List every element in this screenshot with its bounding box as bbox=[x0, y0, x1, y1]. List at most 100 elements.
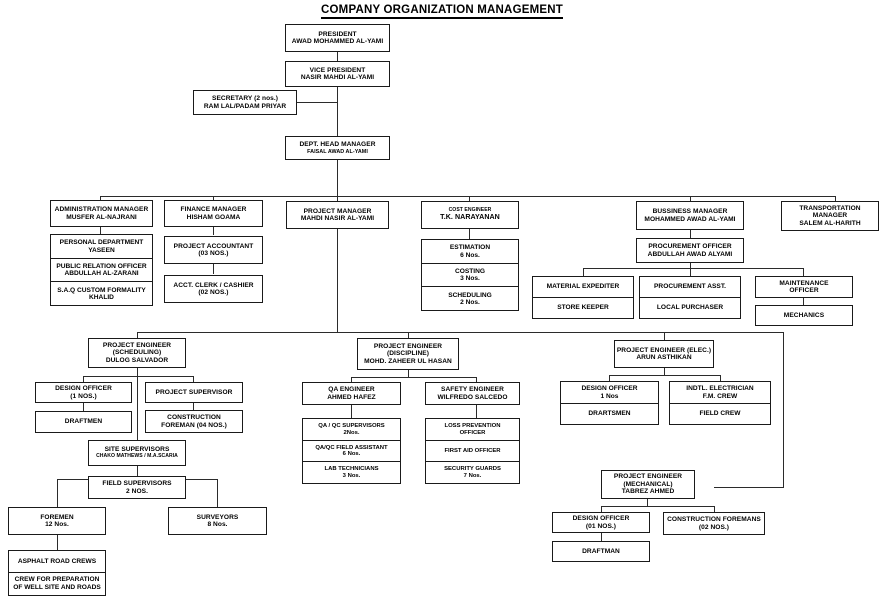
node-pe-discipline[interactable]: PROJECT ENGINEER (DISCIPLINE) MOHD. ZAHE… bbox=[357, 338, 459, 370]
connector-pebus-scheduling bbox=[137, 332, 139, 338]
connector-pebus-mechanical-vertical bbox=[783, 332, 785, 488]
node-draftmen-title: DRAFTMEN bbox=[64, 418, 103, 426]
node-foremen[interactable]: FOREMEN 12 Nos. bbox=[8, 507, 106, 535]
connector-designofficer-draftman bbox=[601, 533, 603, 541]
node-design-officer-mechanical[interactable]: DESIGN OFFICER (01 NOS.) bbox=[552, 512, 650, 533]
node-surveyors-title: SURVEYORS bbox=[196, 513, 239, 521]
node-pe-scheduling-line1: PROJECT ENGINEER bbox=[102, 341, 172, 349]
node-transportation-manager[interactable]: TRANSPORTATION MANAGER SALEM AL-HARITH bbox=[781, 201, 879, 231]
node-draftmen[interactable]: DRAFTMEN bbox=[35, 411, 132, 433]
connector-business-procurement bbox=[690, 230, 692, 238]
node-cost-engineer-title: COST ENGINEER bbox=[448, 207, 492, 214]
node-costing-count: 3 Nos. bbox=[460, 275, 480, 283]
node-procurement-asst[interactable]: PROCUREMENT ASST. bbox=[639, 276, 741, 298]
node-project-accountant[interactable]: PROJECT ACCOUNTANT (03 NOS.) bbox=[164, 236, 263, 264]
node-personal-department[interactable]: PERSONAL DEPARTMENT YASEEN bbox=[50, 234, 153, 259]
connector-bus-projectmanager bbox=[337, 196, 339, 201]
page-title-text: COMPANY ORGANIZATION MANAGEMENT bbox=[321, 4, 563, 19]
node-loss-prevention-line2: OFFICER bbox=[459, 429, 486, 436]
node-lab-technicians[interactable]: LAB TECHNICIANS 3 Nos. bbox=[302, 461, 401, 485]
electrical-field-stack: INDTL. ELECTRICIAN F.M. CREW FIELD CREW bbox=[669, 381, 771, 425]
connector-bus-businessmanager bbox=[690, 196, 692, 201]
node-vice-president-name: NASIR MAHDI AL-YAMI bbox=[300, 74, 375, 81]
node-asphalt-road-crews[interactable]: ASPHALT ROAD CREWS bbox=[8, 550, 106, 573]
node-pe-electrical[interactable]: PROJECT ENGINEER (ELEC.) ARUN ASTHIKAN bbox=[614, 340, 714, 368]
node-public-relation-title: PUBLIC RELATION OFFICER bbox=[56, 262, 147, 270]
connector-mechanical-inlet bbox=[714, 487, 784, 489]
node-draftman[interactable]: DRAFTMAN bbox=[552, 541, 650, 562]
node-construction-foremans[interactable]: CONSTRUCTION FOREMANS (02 NOS.) bbox=[663, 512, 765, 535]
node-loss-prevention-officer[interactable]: LOSS PREVENTION OFFICER bbox=[425, 418, 520, 441]
connector-qa-stack bbox=[351, 405, 353, 418]
node-maintenance-officer[interactable]: MAINTENANCE OFFICER bbox=[755, 276, 853, 298]
node-qa-engineer-name: AHMED HAFEZ bbox=[327, 393, 376, 401]
node-qa-qc-supervisors-title: QA / QC SUPERVISORS bbox=[318, 422, 385, 429]
node-qa-engineer[interactable]: QA ENGINEER AHMED HAFEZ bbox=[302, 382, 401, 405]
node-scheduling-function[interactable]: SCHEDULING 2 Nos. bbox=[421, 286, 519, 312]
node-vice-president[interactable]: VICE PRESIDENT NASIR MAHDI AL-YAMI bbox=[285, 61, 390, 87]
node-qa-qc-supervisors[interactable]: QA / QC SUPERVISORS 2Nos. bbox=[302, 418, 401, 441]
node-well-site-crew[interactable]: CREW FOR PREPARATION OF WELL SITE AND RO… bbox=[8, 571, 106, 596]
node-administration-manager[interactable]: ADMINISTRATION MANAGER MUSFER AL-NAJRANI bbox=[50, 200, 153, 227]
node-local-purchaser[interactable]: LOCAL PURCHASER bbox=[639, 296, 741, 319]
node-procurement-officer[interactable]: PROCUREMENT OFFICER ABDULLAH AWAD ALYAMI bbox=[636, 238, 744, 263]
node-pe-mechanical[interactable]: PROJECT ENGINEER (MECHANICAL) TABREZ AHM… bbox=[601, 470, 695, 499]
node-business-manager[interactable]: BUSSINESS MANAGER MOHAMMED AWAD AL-YAMI bbox=[636, 201, 744, 230]
connector-designofficer-draftmen bbox=[83, 403, 85, 411]
node-saq-custom-formality[interactable]: S.A.Q CUSTOM FORMALITY KHALID bbox=[50, 281, 153, 307]
node-admin-name: MUSFER AL-NAJRANI bbox=[66, 213, 137, 221]
connector-pe-bus bbox=[137, 332, 784, 334]
node-finance-manager[interactable]: FINANCE MANAGER HISHAM GOAMA bbox=[164, 200, 263, 227]
node-project-manager[interactable]: PROJECT MANAGER MAHDI NASIR AL-YAMI bbox=[286, 201, 389, 229]
node-acct-clerk-title: ACCT. CLERK / CASHIER bbox=[173, 281, 254, 289]
node-local-purchaser-title: LOCAL PURCHASER bbox=[656, 304, 724, 312]
node-indtl-electrician[interactable]: INDTL. ELECTRICIAN F.M. CREW bbox=[669, 381, 771, 404]
node-public-relation-officer[interactable]: PUBLIC RELATION OFFICER ABDULLAH AL-ZARA… bbox=[50, 257, 153, 283]
node-safety-engineer[interactable]: SAFETY ENGINEER WILFREDO SALCEDO bbox=[425, 382, 520, 405]
node-drartsmen[interactable]: DRARTSMEN bbox=[560, 402, 659, 425]
node-first-aid-officer[interactable]: FIRST AID OFFICER bbox=[425, 439, 520, 463]
connector-sub-designofficer-elec bbox=[609, 375, 611, 381]
node-construction-foreman[interactable]: CONSTRUCTION FOREMAN (04 NOS.) bbox=[145, 410, 243, 433]
node-secretary-title: SECRETARY (2 nos.) bbox=[212, 95, 278, 103]
node-surveyors-count: 8 Nos. bbox=[207, 521, 228, 528]
cost-engineer-functions-stack: ESTIMATION 6 Nos. COSTING 3 Nos. SCHEDUL… bbox=[421, 239, 519, 312]
node-mechanics[interactable]: MECHANICS bbox=[755, 305, 853, 326]
node-pe-scheduling[interactable]: PROJECT ENGINEER (SCHEDULING) DULOG SALV… bbox=[88, 338, 186, 368]
connector-president-vp bbox=[337, 52, 339, 61]
node-secretary[interactable]: SECRETARY (2 nos.) RAM LAL/PADAM PRIYAR bbox=[193, 90, 297, 115]
node-project-supervisor-title: PROJECT SUPERVISOR bbox=[155, 388, 233, 396]
node-design-officer-electrical[interactable]: DESIGN OFFICER 1 Nos bbox=[560, 381, 659, 404]
node-qa-qc-field-assistant[interactable]: QA/QC FIELD ASSISTANT 6 Nos. bbox=[302, 439, 401, 463]
node-well-site-crew-line1: CREW FOR PREPARATION bbox=[14, 576, 100, 584]
node-acct-clerk-cashier[interactable]: ACCT. CLERK / CASHIER (02 NOS.) bbox=[164, 275, 263, 303]
node-field-crew[interactable]: FIELD CREW bbox=[669, 402, 771, 425]
node-construction-foremans-count: (02 NOS.) bbox=[698, 523, 730, 531]
connector-bus-maintenance bbox=[803, 268, 805, 276]
node-field-supervisors[interactable]: FIELD SUPERVISORS 2 NOS. bbox=[88, 476, 186, 499]
node-store-keeper[interactable]: STORE KEEPER bbox=[532, 296, 634, 319]
node-project-supervisor[interactable]: PROJECT SUPERVISOR bbox=[145, 382, 243, 403]
node-material-expediter[interactable]: MATERIAL EXPEDITER bbox=[532, 276, 634, 298]
node-site-supervisors[interactable]: SITE SUPERVISORS CHAKO MATHEWS / M.A.SCA… bbox=[88, 440, 186, 466]
node-president[interactable]: PRESIDENT AWAD MOHAMMED AL-YAMI bbox=[285, 24, 390, 52]
node-estimation[interactable]: ESTIMATION 6 Nos. bbox=[421, 239, 519, 264]
node-design-officer-electrical-count: 1 Nos bbox=[600, 392, 619, 400]
node-security-guards[interactable]: SECURITY GUARDS 7 Nos. bbox=[425, 461, 520, 485]
node-design-officer-scheduling[interactable]: DESIGN OFFICER (1 NOS.) bbox=[35, 382, 132, 403]
node-surveyors[interactable]: SURVEYORS 8 Nos. bbox=[168, 507, 267, 535]
node-dept-head-manager[interactable]: DEPT. HEAD MANAGER FAISAL AWAD AL-YAMI bbox=[285, 136, 390, 160]
procurement-asst-stack: PROCUREMENT ASST. LOCAL PURCHASER bbox=[639, 276, 741, 319]
node-lab-technicians-count: 3 Nos. bbox=[342, 472, 361, 479]
node-estimation-count: 6 Nos. bbox=[460, 251, 480, 259]
node-finance-title: FINANCE MANAGER bbox=[180, 206, 247, 214]
node-costing[interactable]: COSTING 3 Nos. bbox=[421, 262, 519, 288]
node-cost-engineer[interactable]: COST ENGINEER T.K. NARAYANAN bbox=[421, 201, 519, 229]
connector-mechanical-subbus-horizontal bbox=[601, 506, 714, 508]
node-admin-title: ADMINISTRATION MANAGER bbox=[54, 206, 149, 214]
node-field-supervisors-count: 2 NOS. bbox=[126, 487, 148, 495]
node-indtl-electrician-line1: INDTL. ELECTRICIAN bbox=[686, 385, 754, 393]
connector-bus-transportation bbox=[835, 196, 837, 201]
node-pe-discipline-line2: (DISCIPLINE) bbox=[387, 350, 429, 358]
